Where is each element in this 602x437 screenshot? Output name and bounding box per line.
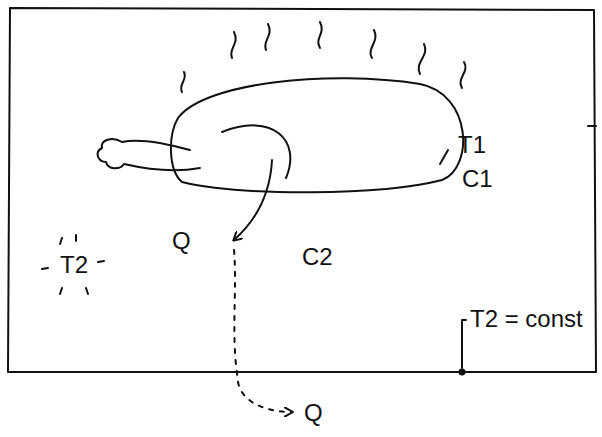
temperature-label: T1 (458, 132, 486, 158)
steam (181, 72, 185, 92)
steam (231, 32, 236, 58)
enclosure-box (8, 8, 596, 372)
wall-tick (588, 125, 596, 127)
temperature-label: T2 = const (470, 306, 583, 332)
temperature-label: T2 (60, 252, 88, 278)
label-tick (440, 150, 448, 164)
steam (318, 22, 321, 48)
heat-label: Q (172, 228, 191, 254)
chicken-wing (222, 125, 290, 178)
capacity-label: C1 (462, 166, 493, 192)
steam (370, 30, 375, 58)
heat-arrow (234, 160, 272, 240)
chicken-leg (98, 139, 200, 170)
heat-label: Q (304, 400, 323, 426)
wall-point (459, 369, 466, 376)
heat-flow-dashed (234, 250, 292, 412)
leader-line (462, 320, 466, 368)
steam (265, 24, 270, 50)
steam (419, 44, 426, 74)
heat-rays (42, 235, 104, 294)
capacity-label: C2 (302, 244, 333, 270)
steam (460, 62, 465, 88)
chicken-body (171, 78, 463, 192)
